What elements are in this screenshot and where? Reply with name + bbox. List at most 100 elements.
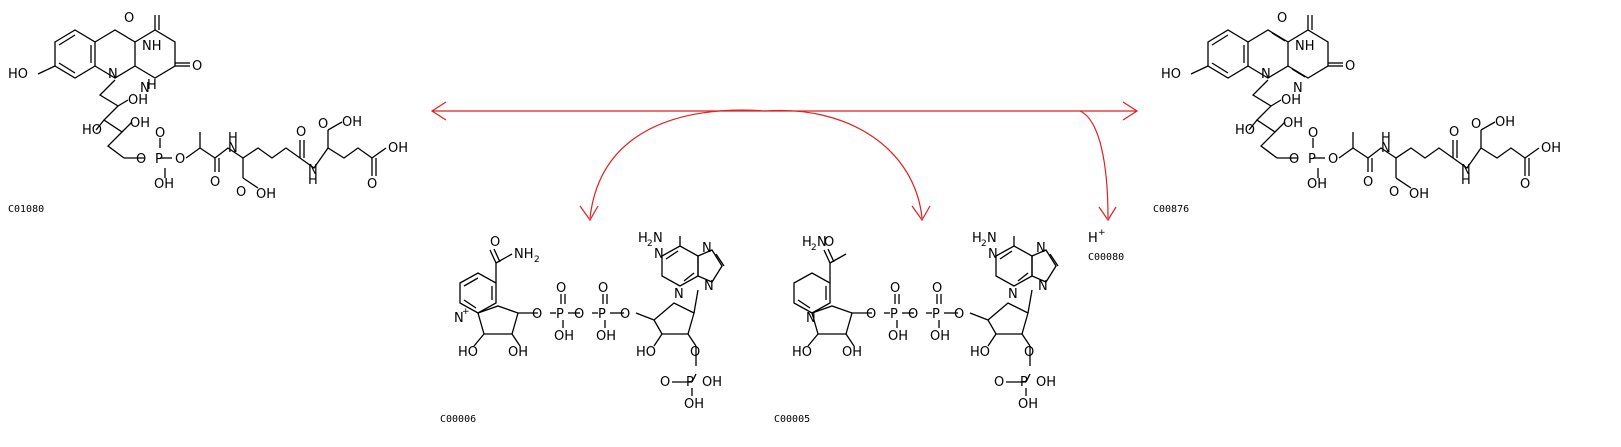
structure-c01080: O NH O N H N HO OH HO OH O P O OH O O N … [8, 11, 408, 202]
svg-text:O: O [932, 281, 942, 296]
svg-text:H: H [1381, 131, 1391, 146]
svg-text:O: O [296, 125, 306, 140]
svg-text:OH: OH [554, 329, 574, 344]
svg-text:O: O [866, 307, 876, 322]
svg-text:O: O [574, 307, 584, 322]
svg-text:O: O [1520, 177, 1530, 192]
svg-text:O: O [954, 307, 964, 322]
svg-text:OH: OH [130, 116, 150, 131]
svg-text:O: O [1024, 345, 1034, 360]
svg-text:NH: NH [1295, 39, 1315, 54]
svg-text:OH: OH [1409, 187, 1429, 202]
svg-text:HO: HO [8, 67, 28, 82]
svg-text:OH: OH [702, 375, 722, 390]
svg-text:O: O [1449, 125, 1459, 140]
structure-c00876: O NH O N N HO OH HO OH O P O OH O O N H … [1161, 11, 1561, 202]
svg-text:HO: HO [82, 123, 102, 138]
svg-text:O: O [318, 117, 328, 132]
svg-text:H: H [147, 78, 157, 93]
svg-text:O: O [824, 235, 834, 250]
svg-text:N: N [1038, 279, 1048, 294]
proton-charge: + [1098, 228, 1106, 238]
svg-text:N: N [987, 231, 997, 246]
svg-text:OH: OH [342, 115, 362, 130]
svg-text:OH: OH [128, 93, 148, 108]
svg-text:HO: HO [792, 345, 812, 360]
svg-text:H: H [228, 131, 238, 146]
svg-text:NH: NH [514, 247, 534, 262]
svg-text:OH: OH [256, 187, 276, 202]
svg-text:OH: OH [684, 397, 704, 412]
svg-text:O: O [1471, 117, 1481, 132]
svg-text:O: O [660, 375, 670, 390]
svg-text:P: P [1020, 375, 1028, 390]
svg-text:N: N [1381, 141, 1391, 156]
svg-text:O: O [598, 281, 608, 296]
svg-text:O: O [620, 307, 630, 322]
svg-text:N: N [702, 241, 712, 256]
svg-text:2: 2 [811, 243, 817, 253]
svg-text:O: O [175, 152, 185, 167]
svg-text:HO: HO [458, 345, 478, 360]
svg-text:N: N [228, 141, 238, 156]
proton-arc [1079, 110, 1117, 222]
svg-text:O: O [1345, 59, 1355, 74]
compound-id-c00080: C00080 [1088, 252, 1124, 263]
svg-text:2: 2 [534, 255, 540, 265]
svg-text:O: O [908, 307, 918, 322]
svg-text:P: P [556, 307, 564, 322]
svg-text:O: O [556, 281, 566, 296]
svg-text:O: O [1389, 185, 1399, 200]
svg-text:O: O [532, 307, 542, 322]
svg-text:O: O [994, 375, 1004, 390]
svg-text:N: N [704, 279, 714, 294]
svg-text:O: O [890, 281, 900, 296]
svg-text:O: O [490, 235, 500, 250]
svg-text:N: N [674, 287, 684, 302]
svg-text:OH: OH [1018, 397, 1038, 412]
svg-text:H: H [638, 231, 648, 246]
svg-text:H: H [308, 173, 318, 188]
svg-text:O: O [210, 175, 220, 190]
svg-text:2: 2 [981, 239, 987, 249]
compound-id-c01080: C01080 [8, 204, 44, 215]
svg-text:H: H [1461, 173, 1471, 188]
svg-text:OH: OH [888, 329, 908, 344]
svg-text:N: N [454, 311, 464, 326]
svg-text:O: O [236, 185, 246, 200]
svg-text:OH: OH [596, 329, 616, 344]
svg-text:OH: OH [1307, 177, 1327, 192]
svg-text:P: P [686, 375, 694, 390]
svg-text:HO: HO [970, 345, 990, 360]
svg-text:O: O [1289, 152, 1299, 167]
cofactor-arc-nadp [579, 109, 766, 222]
svg-text:NH: NH [142, 39, 162, 54]
svg-text:O: O [1277, 11, 1287, 26]
proton-symbol: H [1088, 231, 1098, 246]
svg-text:OH: OH [508, 345, 528, 360]
svg-text:P: P [890, 307, 898, 322]
svg-text:N: N [108, 67, 118, 82]
compound-id-c00005: C00005 [774, 414, 810, 425]
svg-text:O: O [1328, 152, 1338, 167]
svg-text:O: O [1363, 175, 1373, 190]
svg-text:O: O [192, 59, 202, 74]
svg-text:P: P [155, 152, 163, 167]
svg-text:OH: OH [1281, 93, 1301, 108]
svg-text:N: N [653, 231, 663, 246]
svg-text:N: N [1036, 241, 1046, 256]
svg-text:HO: HO [1161, 67, 1181, 82]
svg-text:P: P [1308, 152, 1316, 167]
svg-text:H: H [972, 231, 982, 246]
svg-text:P: P [598, 307, 606, 322]
svg-text:N: N [1008, 287, 1018, 302]
svg-text:N: N [1461, 163, 1471, 178]
svg-text:OH: OH [388, 141, 408, 156]
svg-text:O: O [1308, 126, 1318, 141]
svg-text:N: N [140, 81, 150, 96]
cofactor-arc-nadph [764, 109, 931, 222]
svg-text:OH: OH [1036, 375, 1056, 390]
svg-text:N: N [308, 163, 318, 178]
